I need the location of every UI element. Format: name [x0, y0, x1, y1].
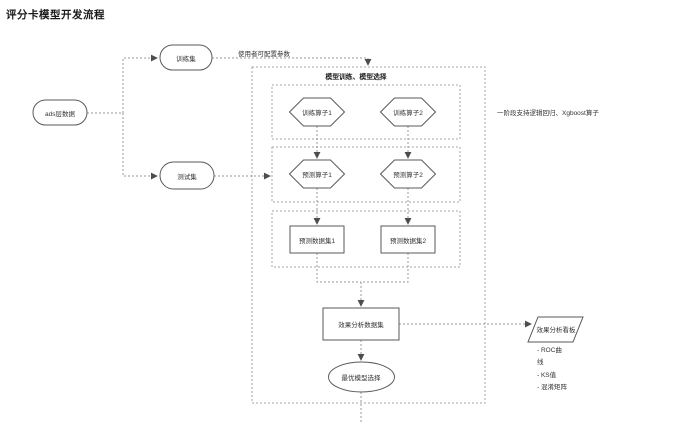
node-predict-ds2-label: 预测数据集2 — [389, 238, 427, 245]
subgroup-predict-datasets — [271, 210, 461, 268]
node-train-op1-label: 训练算子1 — [302, 110, 332, 117]
annotation-config-param: 使用者可配置参数 — [238, 51, 290, 58]
node-test-set-shape — [159, 161, 215, 190]
connector-ds1-merge — [316, 253, 361, 283]
dashboard-metrics-list: - ROC曲 线 - KS值 - 混淆矩阵 — [537, 345, 567, 394]
node-test-set-label: 测试集 — [177, 174, 197, 181]
node-predict-op2-label: 预测算子2 — [393, 172, 423, 179]
connector-source-to-trainset — [87, 54, 158, 114]
annotation-stage-note: 一阶段支持逻辑回归、Xgboost算子 — [497, 110, 599, 117]
metric-line: - KS值 — [537, 371, 557, 379]
node-predict-ds1-shape — [289, 225, 345, 254]
page-title: 评分卡模型开发流程 — [6, 9, 105, 21]
node-best-model-label: 最优模型选择 — [341, 375, 381, 382]
node-best-model-shape — [328, 361, 395, 393]
subgroup-train-operators — [271, 84, 461, 140]
node-train-set-label: 训练集 — [176, 56, 196, 63]
metric-line: 线 — [537, 359, 544, 367]
node-ads-data-shape — [32, 99, 88, 126]
connector-trainset-to-group — [212, 57, 372, 66]
node-dashboard-shape — [527, 316, 584, 343]
node-predict-op1-label: 预测算子1 — [302, 172, 332, 179]
node-dashboard-label: 效果分析看板 — [536, 327, 576, 334]
group-title-label: 模型训练、模型选择 — [325, 74, 387, 81]
node-analysis-ds-shape — [322, 307, 400, 341]
subgroup-predict-operators — [271, 146, 461, 203]
connector-source-to-testset — [122, 113, 158, 180]
node-predict-op2-shape — [379, 159, 437, 189]
metric-line: - ROC曲 — [537, 347, 562, 354]
node-analysis-ds-label: 效果分析数据集 — [338, 322, 384, 329]
node-train-set-shape — [159, 44, 213, 71]
node-predict-op1-shape — [288, 159, 346, 189]
node-train-op1-shape — [288, 97, 346, 127]
node-ads-data-label: ads层数据 — [45, 111, 75, 118]
node-train-op2-shape — [379, 97, 437, 127]
node-predict-ds2-shape — [380, 225, 436, 254]
group-model-training-container — [251, 66, 486, 404]
connector-ds2-merge — [361, 253, 409, 283]
node-predict-ds1-label: 预测数据集1 — [298, 238, 336, 245]
node-train-op2-label: 训练算子2 — [393, 110, 423, 117]
metric-line: - 混淆矩阵 — [537, 383, 567, 391]
